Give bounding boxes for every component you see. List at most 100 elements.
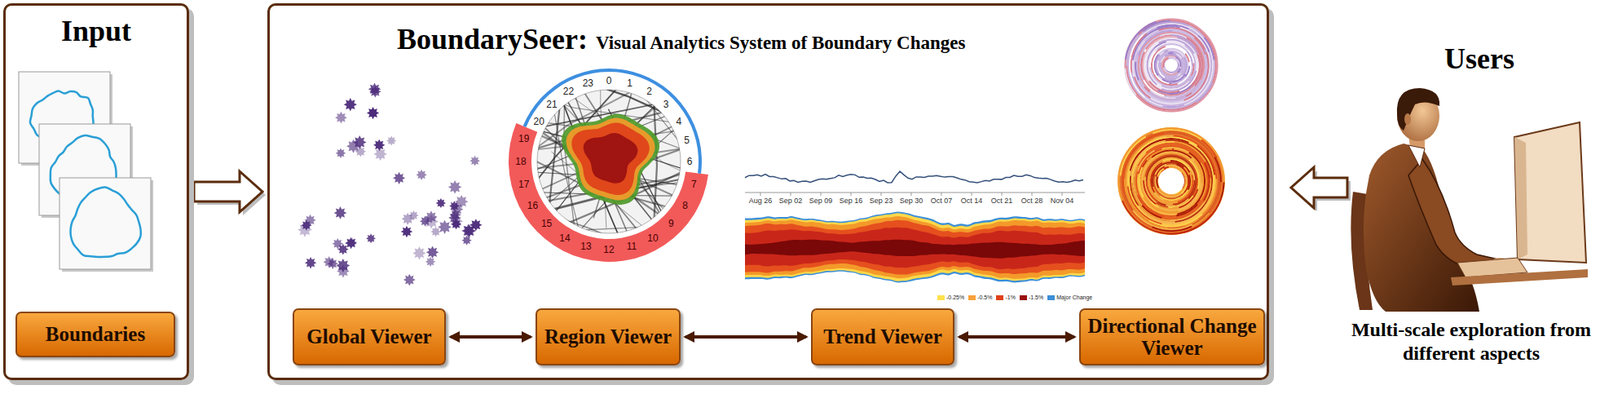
date-tick: Oct 14 — [960, 197, 983, 205]
legend-item: -0.25% — [937, 294, 965, 300]
scatter-glyphs-part — [423, 214, 439, 230]
user-figure — [1350, 88, 1588, 312]
hour-tick: 8 — [682, 200, 688, 211]
direction-rings-part — [1151, 45, 1191, 85]
legend-text: -0.5% — [977, 294, 992, 300]
trend-chart-part — [790, 192, 792, 196]
trend-chart-part — [744, 220, 1085, 275]
panel-title: Input — [5, 15, 187, 49]
direction-rings-part — [1183, 182, 1225, 234]
hour-tick: 23 — [582, 78, 594, 89]
direction-rings-part — [1123, 17, 1219, 113]
viewer-button: Directional Change Viewer — [1079, 308, 1266, 366]
scatter-glyphs-part — [449, 208, 462, 221]
trend-chart-part — [1001, 192, 1003, 196]
direction-rings-part — [1163, 57, 1180, 74]
direction-rings-part — [1150, 44, 1193, 87]
trend-chart — [744, 171, 1085, 283]
legend-swatch — [996, 295, 1004, 300]
trend-chart-part — [820, 192, 822, 196]
scatter-glyphs-part — [392, 171, 406, 185]
viewer-button: Global Viewer — [292, 308, 446, 366]
hour-tick: 19 — [518, 133, 529, 144]
viewer-button: Trend Viewer — [811, 308, 955, 366]
direction-rings-part — [1125, 135, 1217, 226]
direction-rings-part — [1156, 24, 1210, 53]
scatter-glyphs-part — [403, 273, 416, 287]
hour-tick: 21 — [546, 99, 557, 110]
direction-rings-part — [1130, 140, 1213, 222]
trend-chart-part — [850, 192, 852, 196]
hour-tick: 3 — [663, 99, 670, 110]
scatter-glyphs-part — [461, 224, 476, 239]
flow-arrow — [193, 171, 263, 212]
viewer-button: Region Viewer — [535, 308, 681, 366]
direction-rings-part — [1146, 39, 1198, 92]
direction-rings-part — [1150, 160, 1192, 202]
region-map-part-part — [566, 118, 656, 201]
hour-tick: 15 — [541, 218, 552, 229]
scatter-glyphs-part — [426, 246, 440, 260]
hour-tick: 14 — [559, 233, 570, 243]
connector-group — [959, 336, 1075, 338]
date-tick: Sep 09 — [809, 197, 834, 205]
trend-chart-part — [881, 192, 882, 196]
user-figure-part — [1408, 145, 1425, 168]
direction-rings-part — [1143, 153, 1199, 209]
trend-chart-part — [744, 227, 1085, 269]
button-label: Directional Change Viewer — [1085, 314, 1259, 360]
direction-rings-part — [1127, 136, 1216, 225]
panel-title: BoundarySeer: — [396, 23, 588, 57]
scatter-glyphs-part — [373, 147, 387, 161]
direction-rings-part — [1142, 36, 1200, 94]
legend-text: -1.5% — [1028, 294, 1044, 300]
legend-item: -1% — [996, 294, 1015, 300]
direction-rings-part — [1159, 52, 1184, 78]
button-label: Global Viewer — [306, 325, 432, 349]
direction-rings-part — [1154, 48, 1188, 82]
scatter-glyphs-part — [415, 169, 427, 181]
direction-rings-part — [1195, 82, 1213, 103]
scatter-glyphs-part — [430, 226, 441, 238]
region-map-part-part — [514, 171, 774, 201]
direction-rings-part — [1137, 147, 1205, 215]
hour-tick: 2 — [646, 86, 653, 97]
direction-rings-part — [1133, 27, 1209, 103]
user-figure-part — [1397, 88, 1440, 131]
legend-text: Major Change — [1056, 294, 1093, 300]
text-holder: Global Viewer — [294, 309, 445, 364]
direction-rings-part — [1143, 21, 1190, 33]
direction-rings-part — [1132, 142, 1209, 219]
trend-chart-part — [744, 171, 1084, 183]
text-holder: Trend Viewer — [812, 309, 953, 364]
direction-rings-part — [1136, 145, 1207, 216]
hour-tick: 18 — [515, 156, 526, 167]
direction-rings-part — [1146, 156, 1197, 207]
text-holder: Directional Change Viewer — [1080, 309, 1264, 364]
hour-tick: 13 — [580, 241, 591, 252]
scatter-glyphs-part — [335, 258, 350, 273]
scatter-glyphs-part — [448, 180, 463, 194]
direction-rings-part — [1145, 154, 1198, 208]
direction-rings-part — [1152, 128, 1203, 141]
scatter-glyphs-part — [425, 256, 436, 267]
scatter-glyphs-part — [335, 148, 346, 159]
region-map-part-part — [459, 182, 704, 276]
system-panel: BoundarySeer: Visual Analytics System of … — [267, 3, 1270, 380]
hour-tick: 6 — [687, 156, 693, 167]
trend-chart-part — [744, 215, 1085, 279]
direction-rings-part — [1147, 157, 1195, 204]
scatter-glyphs-part — [334, 111, 348, 124]
direction-rings-part — [1128, 22, 1215, 109]
connector-group — [450, 336, 531, 338]
hour-tick: 22 — [563, 86, 574, 97]
connector-group — [193, 171, 266, 216]
panel-subtitle: Visual Analytics System of Boundary Chan… — [595, 32, 966, 53]
hour-tick: 10 — [647, 233, 658, 243]
direction-rings-part — [1148, 42, 1195, 89]
connector-group — [685, 336, 807, 338]
date-tick: Sep 30 — [899, 197, 924, 205]
trend-chart-part — [941, 192, 943, 196]
trend-chart-part — [744, 239, 1085, 259]
direction-rings — [1123, 17, 1219, 113]
